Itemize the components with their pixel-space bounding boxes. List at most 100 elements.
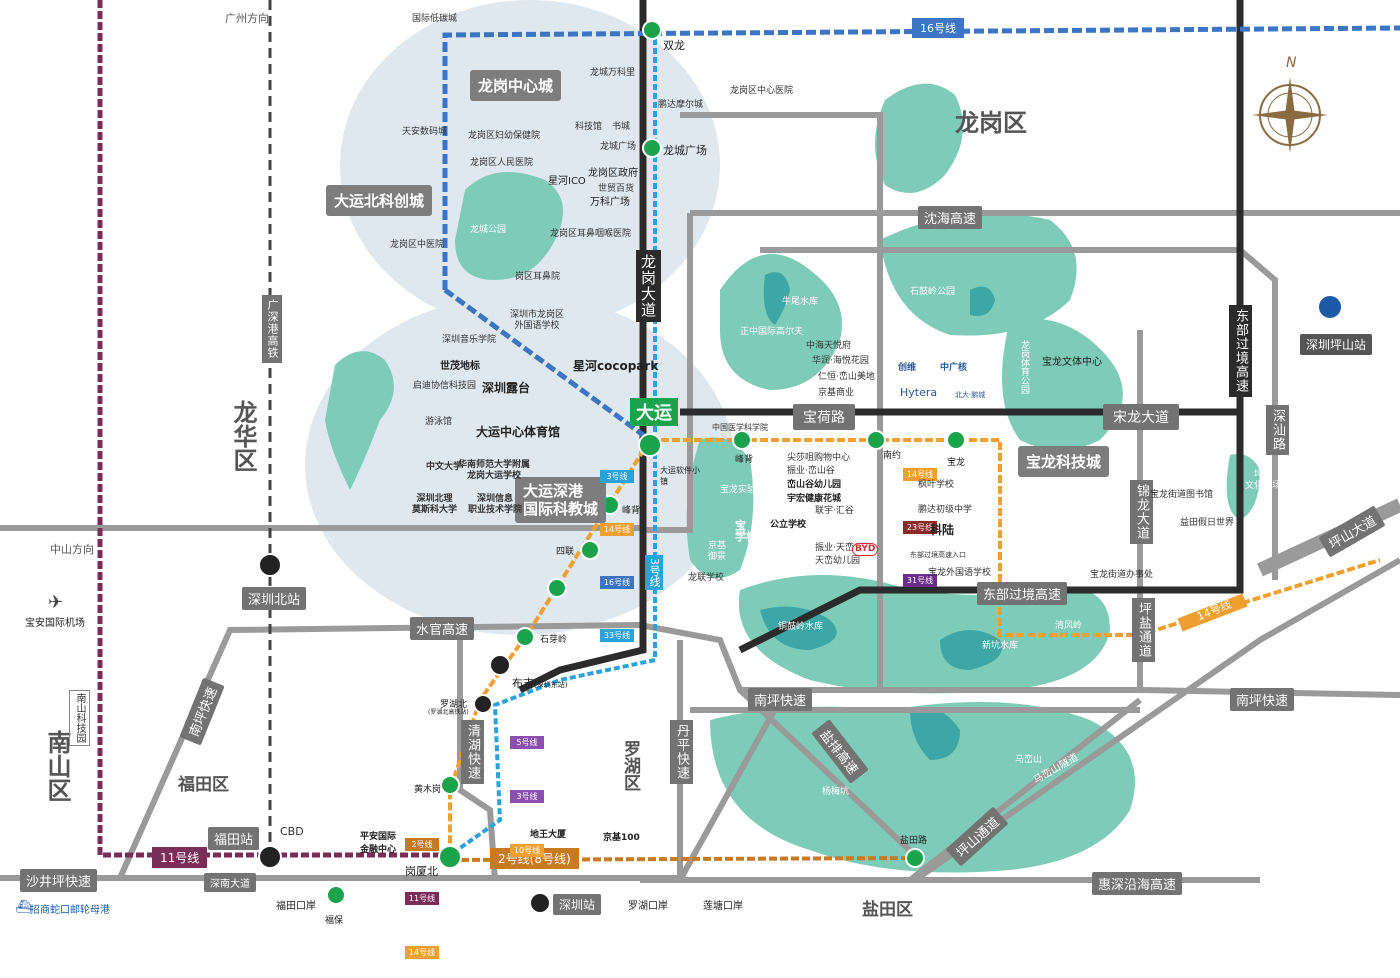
poi-longcheng-wanke[interactable]: 龙城万科里 xyxy=(590,68,636,78)
badges-huangmugang: 2号线 11号线 14号线 xyxy=(405,800,439,978)
poi-baoyu[interactable]: 宝龙实验学校 xyxy=(720,485,775,495)
poi-longgang-school[interactable]: 深圳市龙岗区 外国语学校 xyxy=(510,310,565,331)
poi-zhonghai[interactable]: 中海天悦府 xyxy=(806,341,852,351)
poi-hytera[interactable]: Hytera xyxy=(900,386,938,399)
poi-longjian[interactable]: 龙联学校 xyxy=(688,573,725,583)
poi-diwang[interactable]: 地王大厦 xyxy=(530,830,567,840)
poi-luanshan-school[interactable]: 峦山谷幼儿园 xyxy=(787,480,842,490)
station-szbei[interactable] xyxy=(258,553,282,577)
station-gangxiabei[interactable] xyxy=(438,845,462,869)
station-silian[interactable] xyxy=(580,540,600,560)
poi-yuyuan[interactable]: 宇宏健康花城 xyxy=(787,494,842,504)
poi-renmin[interactable]: 龙岗区人民医院 xyxy=(470,158,534,168)
station-dayun[interactable] xyxy=(638,433,662,457)
poi-maternity[interactable]: 龙岗区妇幼保健院 xyxy=(468,131,541,141)
label-gangxiabei: 岗厦北 xyxy=(405,865,438,878)
poi-baolong-library[interactable]: 宝龙街道图书馆 xyxy=(1150,490,1214,500)
poi-zhenye[interactable]: 振业·峦山谷 xyxy=(787,466,835,476)
station-pingshan[interactable] xyxy=(1317,294,1343,320)
poi-baolong-culture[interactable]: 宝龙文体中心 xyxy=(1042,357,1102,368)
station-sun[interactable] xyxy=(547,578,567,598)
poi-tianan[interactable]: 天安数码城 xyxy=(402,127,448,137)
poi-pengda[interactable]: 鹏达摩尔城 xyxy=(658,100,704,110)
station-longcheng[interactable] xyxy=(642,138,662,158)
poi-jingji[interactable]: 京基商业 xyxy=(818,388,855,398)
station-yantianlu[interactable] xyxy=(905,848,925,868)
station-huangmugang[interactable] xyxy=(440,775,460,795)
poi-jingji-yujing[interactable]: 京基 御景 xyxy=(708,541,727,562)
station-fengbei2[interactable] xyxy=(732,430,752,450)
poi-government[interactable]: 龙岗区政府 xyxy=(588,168,638,179)
poi-skyworth[interactable]: 创维 xyxy=(898,363,917,373)
poi-yimu[interactable]: 益田假日世界 xyxy=(1180,518,1235,528)
poi-longcheng-park[interactable]: 龙城公园 xyxy=(470,225,507,235)
poi-lushan[interactable]: 启迪协信科技园 xyxy=(413,381,477,391)
station-futian[interactable] xyxy=(258,845,282,869)
poi-taihe[interactable]: 宝龙街道办事处 xyxy=(1090,570,1154,580)
poi-bao-school[interactable]: 宝 学校 xyxy=(735,519,757,543)
poi-wanke-guangchang[interactable]: 万科广场 xyxy=(590,197,630,208)
station-baolong[interactable] xyxy=(946,430,966,450)
poi-kelu[interactable]: 科陆 xyxy=(930,523,955,537)
poi-xinxi[interactable]: 深圳信息 职业技术学院 xyxy=(468,494,523,515)
poi-zhonghai-center[interactable]: 尖莎咀购物中心 xyxy=(787,453,851,463)
poi-mashan[interactable]: 马峦山 xyxy=(1015,755,1043,765)
poi-dayun-center[interactable]: 大运中心体育馆 xyxy=(476,425,561,439)
station-shenzhen[interactable] xyxy=(529,892,551,914)
poi-cgn[interactable]: 中广核 xyxy=(940,363,968,373)
poi-niuhu[interactable]: 牛尾水库 xyxy=(782,297,819,307)
poi-normal-school[interactable]: 华南师范大学附属 龙岗大运学校 xyxy=(458,460,531,481)
poi-longcheng-square[interactable]: 龙城广场 xyxy=(600,142,637,152)
poi-pingshan-culture[interactable]: 坪山 文化广场 xyxy=(1245,470,1282,491)
poi-dongbu-entrance[interactable]: 东部过境高速入口 xyxy=(910,551,966,559)
poi-xinghe-cocopark[interactable]: 星河cocopark xyxy=(573,359,659,373)
poi-gongli[interactable]: 公立学校 xyxy=(770,520,807,530)
poi-baolong-sports[interactable]: 龙岗体育公园 xyxy=(1019,340,1029,394)
station-fubao[interactable] xyxy=(326,885,346,905)
poi-shijie-baihuo[interactable]: 世贸百货 xyxy=(598,184,635,194)
poi-xinghe-ico[interactable]: 星河ICO xyxy=(548,176,586,187)
station-buji[interactable] xyxy=(489,654,511,676)
station-shuanglong[interactable] xyxy=(642,20,662,40)
station-luohubei[interactable] xyxy=(473,694,493,714)
road-songlong: 宋龙大道 xyxy=(1103,404,1179,430)
poi-renheng[interactable]: 仁恒·峦山美地 xyxy=(818,372,875,382)
poi-lianyu[interactable]: 联宇·汇谷 xyxy=(815,506,854,516)
poi-shimao[interactable]: 世茂地标 xyxy=(440,361,480,372)
poi-beiligong[interactable]: 深圳北理 莫斯科大学 xyxy=(412,494,458,515)
station-shiyaling[interactable] xyxy=(515,627,535,647)
poi-tonglu[interactable]: 铜鼓岭水库 xyxy=(778,622,824,632)
poi-erbi[interactable]: 龙岗区耳鼻咽喉医院 xyxy=(550,229,632,239)
station-nanyue[interactable] xyxy=(866,430,886,450)
badge-hmg-3: 14号线 xyxy=(405,946,439,959)
poi-fengye[interactable]: 枫叶学校 xyxy=(918,480,955,490)
poi-eye[interactable]: 岗区耳鼻院 xyxy=(515,272,561,282)
poi-longgang-hospital[interactable]: 龙岗区中心医院 xyxy=(730,86,794,96)
poi-cuhk[interactable]: 中文大学 xyxy=(426,462,463,472)
poi-pingan[interactable]: 平安国际 金融中心 xyxy=(360,832,397,855)
green-areas xyxy=(325,83,1260,873)
poi-tianluan-kid[interactable]: 天峦幼儿园 xyxy=(815,556,861,566)
poi-baolong-foreign[interactable]: 宝龙外国语学校 xyxy=(928,568,992,578)
poi-dayuan[interactable]: 振业·天峦 xyxy=(815,543,854,553)
poi-jingji100[interactable]: 京基100 xyxy=(603,833,640,843)
poi-yangmeikeng[interactable]: 杨梅坑 xyxy=(822,787,850,797)
poi-swimming[interactable]: 游泳馆 xyxy=(425,417,453,427)
poi-zhongyi[interactable]: 龙岗区中医院 xyxy=(390,240,445,250)
poi-music-school[interactable]: 深圳音乐学院 xyxy=(442,335,497,345)
poi-qingfengling[interactable]: 清风岭 xyxy=(1055,621,1083,631)
poi-technology[interactable]: 科技馆 xyxy=(575,122,603,132)
poi-zhengzhong[interactable]: 正中国际高尔夫 xyxy=(740,327,804,337)
poi-hkust[interactable]: 中国医学科学院 xyxy=(712,423,768,432)
poi-pengda-school[interactable]: 鹏达初级中学 xyxy=(918,505,973,515)
poi-xinkeng[interactable]: 新坑水库 xyxy=(982,641,1019,651)
poi-huayuan[interactable]: 华润·海悦花园 xyxy=(812,356,869,366)
poi-shishanling[interactable]: 石鼓岭公园 xyxy=(910,287,956,297)
poi-guojidianbo[interactable]: 国际低碳城 xyxy=(412,14,458,24)
poi-beida[interactable]: 北大·鹏城 xyxy=(955,391,986,399)
poi-byd[interactable]: BYD xyxy=(852,543,879,556)
poi-cbd[interactable]: CBD xyxy=(280,825,304,838)
poi-shenzhen-ludai[interactable]: 深圳露台 xyxy=(482,381,531,395)
poi-book[interactable]: 书城 xyxy=(612,122,631,132)
